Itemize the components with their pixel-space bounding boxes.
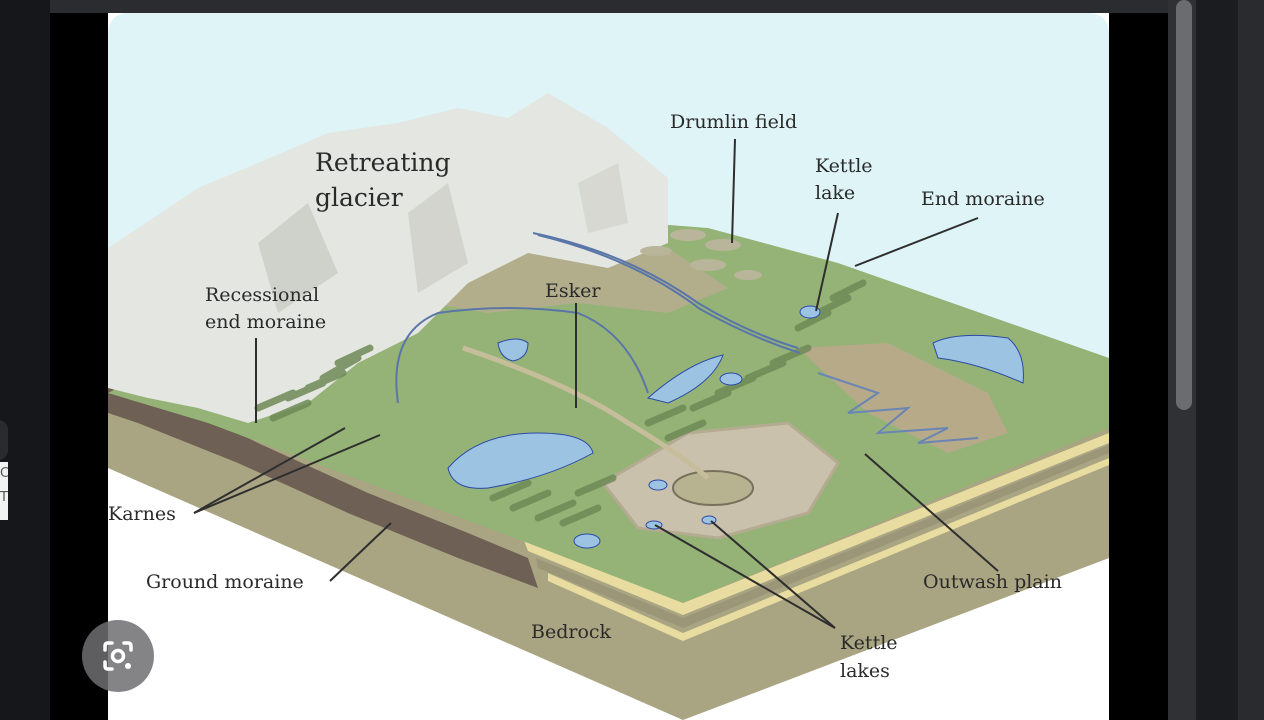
label-bedrock: Bedrock xyxy=(531,621,612,643)
diagram-illustration xyxy=(108,13,1109,720)
right-edge-panel xyxy=(1238,0,1264,720)
label-retreating-glacier-line2: glacier xyxy=(315,183,403,212)
label-retreating-glacier-line1: Retreating xyxy=(315,148,451,177)
scrollbar-thumb[interactable] xyxy=(1176,0,1192,410)
label-drumlin-field: Drumlin field xyxy=(670,111,798,133)
glacial-landforms-diagram: Retreating glacier Drumlin field Kettle … xyxy=(108,13,1109,720)
label-outwash-plain: Outwash plain xyxy=(923,571,1062,593)
right-gap xyxy=(1196,0,1238,720)
label-kettle-lakes-line2: lakes xyxy=(840,660,890,682)
left-edge-tab[interactable] xyxy=(0,420,8,460)
left-page-strip: C T xyxy=(0,0,50,720)
label-kettle-lakes-line1: Kettle xyxy=(840,632,898,654)
label-end-moraine: End moraine xyxy=(921,188,1045,210)
image-viewer-topbar xyxy=(50,0,1168,13)
label-kettle-lake-line2: lake xyxy=(815,182,856,204)
label-kettle-lake-line1: Kettle xyxy=(815,155,873,177)
left-edge-text: C T xyxy=(0,462,8,520)
label-recessional-line2: end moraine xyxy=(205,311,327,333)
label-esker: Esker xyxy=(545,280,601,302)
label-karnes: Karnes xyxy=(108,503,176,525)
label-recessional-line1: Recessional xyxy=(205,284,320,306)
google-lens-icon xyxy=(103,641,133,671)
google-lens-button[interactable] xyxy=(82,620,154,692)
label-ground-moraine: Ground moraine xyxy=(146,571,304,593)
